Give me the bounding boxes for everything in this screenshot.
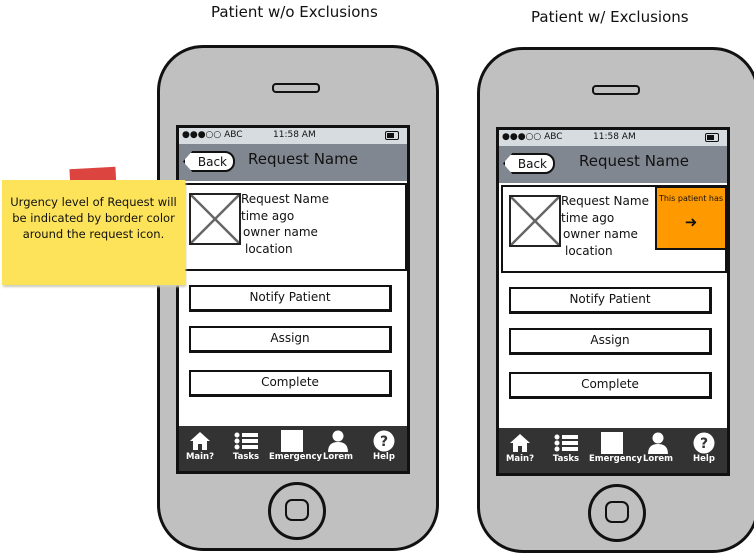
complete-button[interactable]: Complete xyxy=(509,372,712,399)
nav-title: Request Name xyxy=(579,152,689,170)
request-card[interactable]: Request Name time ago owner name locatio… xyxy=(181,183,407,271)
home-button[interactable] xyxy=(588,484,646,542)
status-bar: ●●●○○ ABC 11:58 AM xyxy=(179,128,407,144)
request-name: Request Name xyxy=(241,192,329,206)
phone-mockup-2: ●●●○○ ABC 11:58 AM Back Request Name Req… xyxy=(477,47,754,553)
list-icon xyxy=(543,432,589,454)
tab-label: Tasks xyxy=(232,452,260,462)
carrier: ●●●○○ ABC xyxy=(502,132,563,142)
popup-text: This patient has xyxy=(658,194,724,203)
home-button[interactable] xyxy=(268,482,326,540)
tab-help[interactable]: ? Help xyxy=(361,430,407,462)
request-time: time ago xyxy=(241,208,295,223)
tab-label: Emergency xyxy=(589,454,643,464)
help-icon: ? xyxy=(681,432,727,454)
request-location: location xyxy=(565,243,613,258)
request-location: location xyxy=(245,241,293,256)
tab-label: Lorem xyxy=(322,452,354,462)
speaker xyxy=(272,83,320,93)
nav-title: Request Name xyxy=(248,150,358,168)
assign-button[interactable]: Assign xyxy=(189,326,392,353)
tab-label: Main? xyxy=(185,452,215,462)
back-button[interactable]: Back xyxy=(183,151,235,172)
tab-lorem[interactable]: Lorem xyxy=(635,432,681,464)
complete-button[interactable]: Complete xyxy=(189,370,392,397)
phone-mockup-1: ●●●○○ ABC 11:58 AM Back Request Name Req… xyxy=(157,45,439,551)
tab-help[interactable]: ? Help xyxy=(681,432,727,464)
tab-tasks[interactable]: Tasks xyxy=(223,430,269,462)
speaker xyxy=(592,85,640,95)
tab-tasks[interactable]: Tasks xyxy=(543,432,589,464)
tab-label: Main? xyxy=(505,454,535,464)
arrow-right-icon[interactable]: ➜ xyxy=(684,213,698,231)
request-card[interactable]: Request Name time ago owner name locatio… xyxy=(501,185,727,273)
carrier: ●●●○○ ABC xyxy=(182,130,243,140)
help-icon: ? xyxy=(361,430,407,452)
svg-text:?: ? xyxy=(380,434,388,450)
nav-bar: Back Request Name xyxy=(179,144,407,181)
status-bar: ●●●○○ ABC 11:58 AM xyxy=(499,130,727,146)
request-name: Request Name xyxy=(561,194,649,208)
home-icon xyxy=(179,430,223,452)
list-icon xyxy=(223,430,269,452)
phone1-title: Patient w/o Exclusions xyxy=(211,3,378,21)
tab-main[interactable]: Main? xyxy=(499,432,543,464)
back-button[interactable]: Back xyxy=(503,153,555,174)
sticky-note: Urgency level of Request will be indicat… xyxy=(2,180,185,285)
tab-label: Tasks xyxy=(552,454,580,464)
user-icon xyxy=(635,432,681,454)
tab-emergency[interactable]: Emergency xyxy=(269,430,323,462)
tab-lorem[interactable]: Lorem xyxy=(315,430,361,462)
clock: 11:58 AM xyxy=(273,130,316,140)
battery-icon xyxy=(385,131,399,140)
assign-button[interactable]: Assign xyxy=(509,328,712,355)
image-placeholder-icon xyxy=(189,193,241,245)
nav-bar: Back Request Name xyxy=(499,146,727,183)
tab-label: Lorem xyxy=(642,454,674,464)
square-icon xyxy=(269,430,315,452)
tab-label: Help xyxy=(373,452,395,462)
request-owner: owner name xyxy=(563,227,638,241)
phone-screen: ●●●○○ ABC 11:58 AM Back Request Name Req… xyxy=(496,127,730,476)
request-time: time ago xyxy=(561,210,615,225)
tab-main[interactable]: Main? xyxy=(179,430,223,462)
phone2-title: Patient w/ Exclusions xyxy=(531,8,689,26)
tab-label: Emergency xyxy=(269,452,323,462)
notify-patient-button[interactable]: Notify Patient xyxy=(189,285,392,312)
home-icon xyxy=(499,432,543,454)
exclusion-popup[interactable]: This patient has ➜ xyxy=(655,186,727,250)
svg-text:?: ? xyxy=(700,436,708,452)
battery-icon xyxy=(705,133,719,142)
request-owner: owner name xyxy=(243,225,318,239)
tab-label: Help xyxy=(693,454,715,464)
image-placeholder-icon xyxy=(509,195,561,247)
square-icon xyxy=(589,432,635,454)
notify-patient-button[interactable]: Notify Patient xyxy=(509,287,712,314)
tab-emergency[interactable]: Emergency xyxy=(589,432,643,464)
clock: 11:58 AM xyxy=(593,132,636,142)
user-icon xyxy=(315,430,361,452)
phone-screen: ●●●○○ ABC 11:58 AM Back Request Name Req… xyxy=(176,125,410,474)
